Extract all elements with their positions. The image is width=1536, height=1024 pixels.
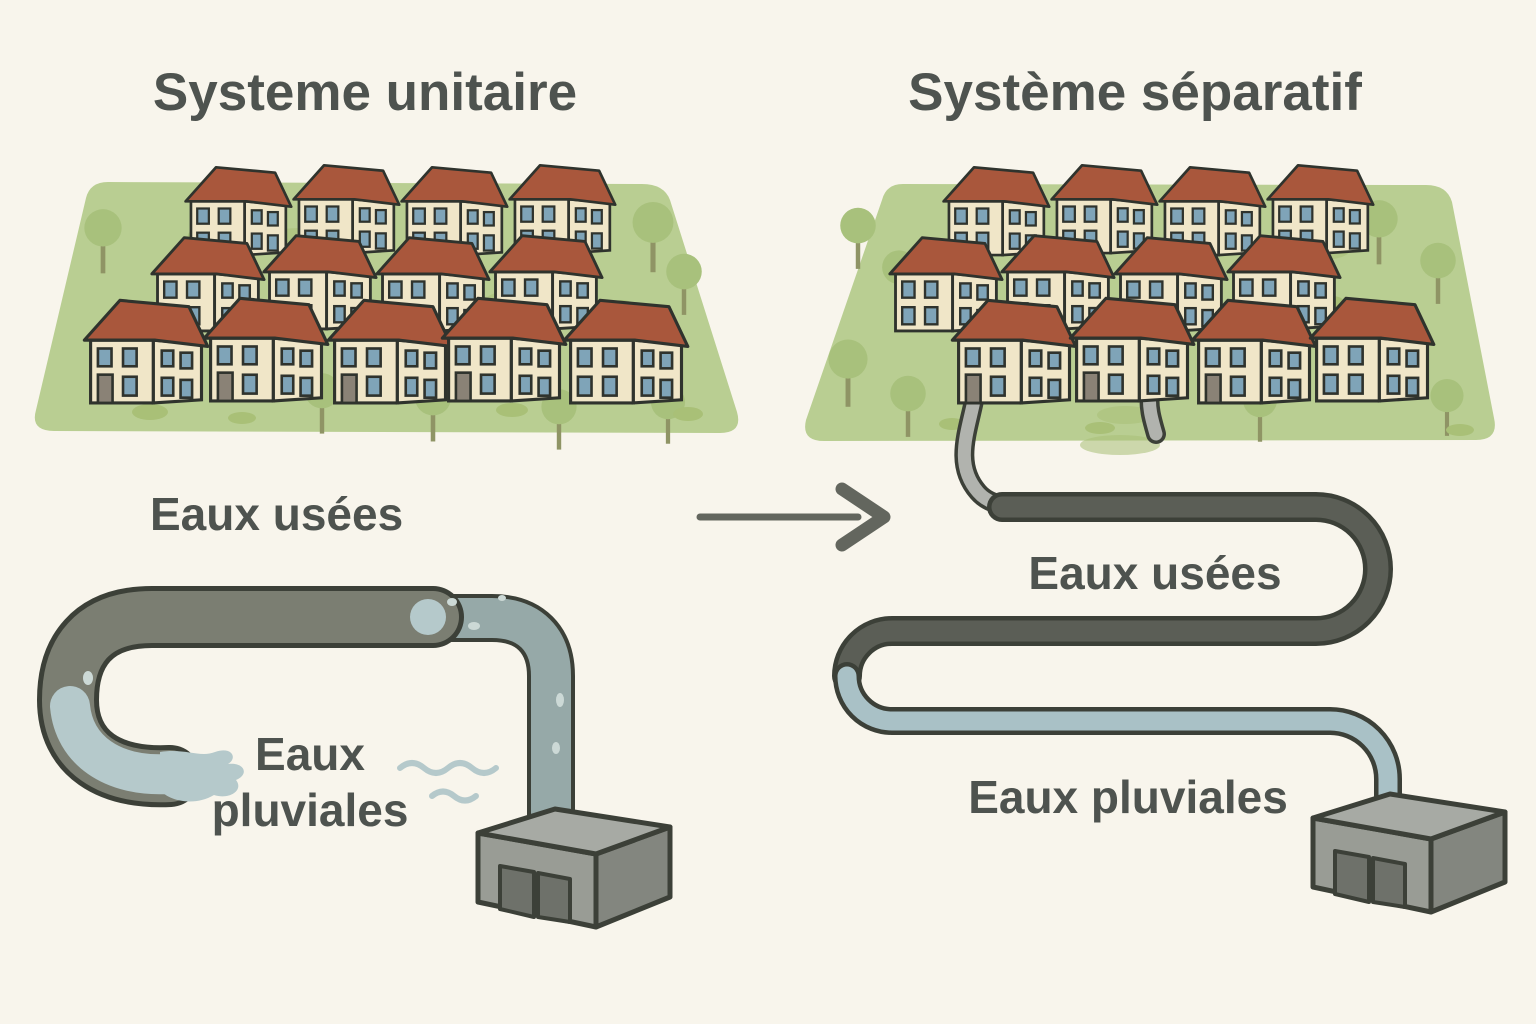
label-stormwater-left: Eaux pluviales: [160, 726, 460, 838]
label-stormwater-left-line1: Eaux: [255, 728, 365, 780]
treatment-plant-left-icon: [478, 809, 670, 927]
title-separate-system: Système séparatif: [908, 63, 1362, 122]
left-combined-pipe-illustration: [37, 586, 575, 852]
water-waves-icon: [397, 760, 499, 804]
stormwater-pipe-left: [378, 594, 575, 852]
label-wastewater-left: Eaux usées: [150, 488, 404, 540]
right-separate-pipes-illustration: [832, 492, 1402, 846]
water-overflow: [50, 595, 564, 802]
label-wastewater-right: Eaux usées: [1028, 547, 1282, 599]
right-neighborhood-illustration: [805, 163, 1495, 515]
arrow-icon: [696, 482, 891, 552]
title-combined-system: Systeme unitaire: [152, 63, 578, 122]
wastewater-pipe-right: [832, 492, 1393, 691]
stormwater-pipe-right: [833, 662, 1402, 846]
label-stormwater-left-line2: pluviales: [211, 784, 409, 836]
treatment-plant-right-icon: [1313, 794, 1505, 912]
label-stormwater-right: Eaux pluviales: [968, 771, 1288, 823]
left-neighborhood-illustration: [34, 163, 739, 450]
